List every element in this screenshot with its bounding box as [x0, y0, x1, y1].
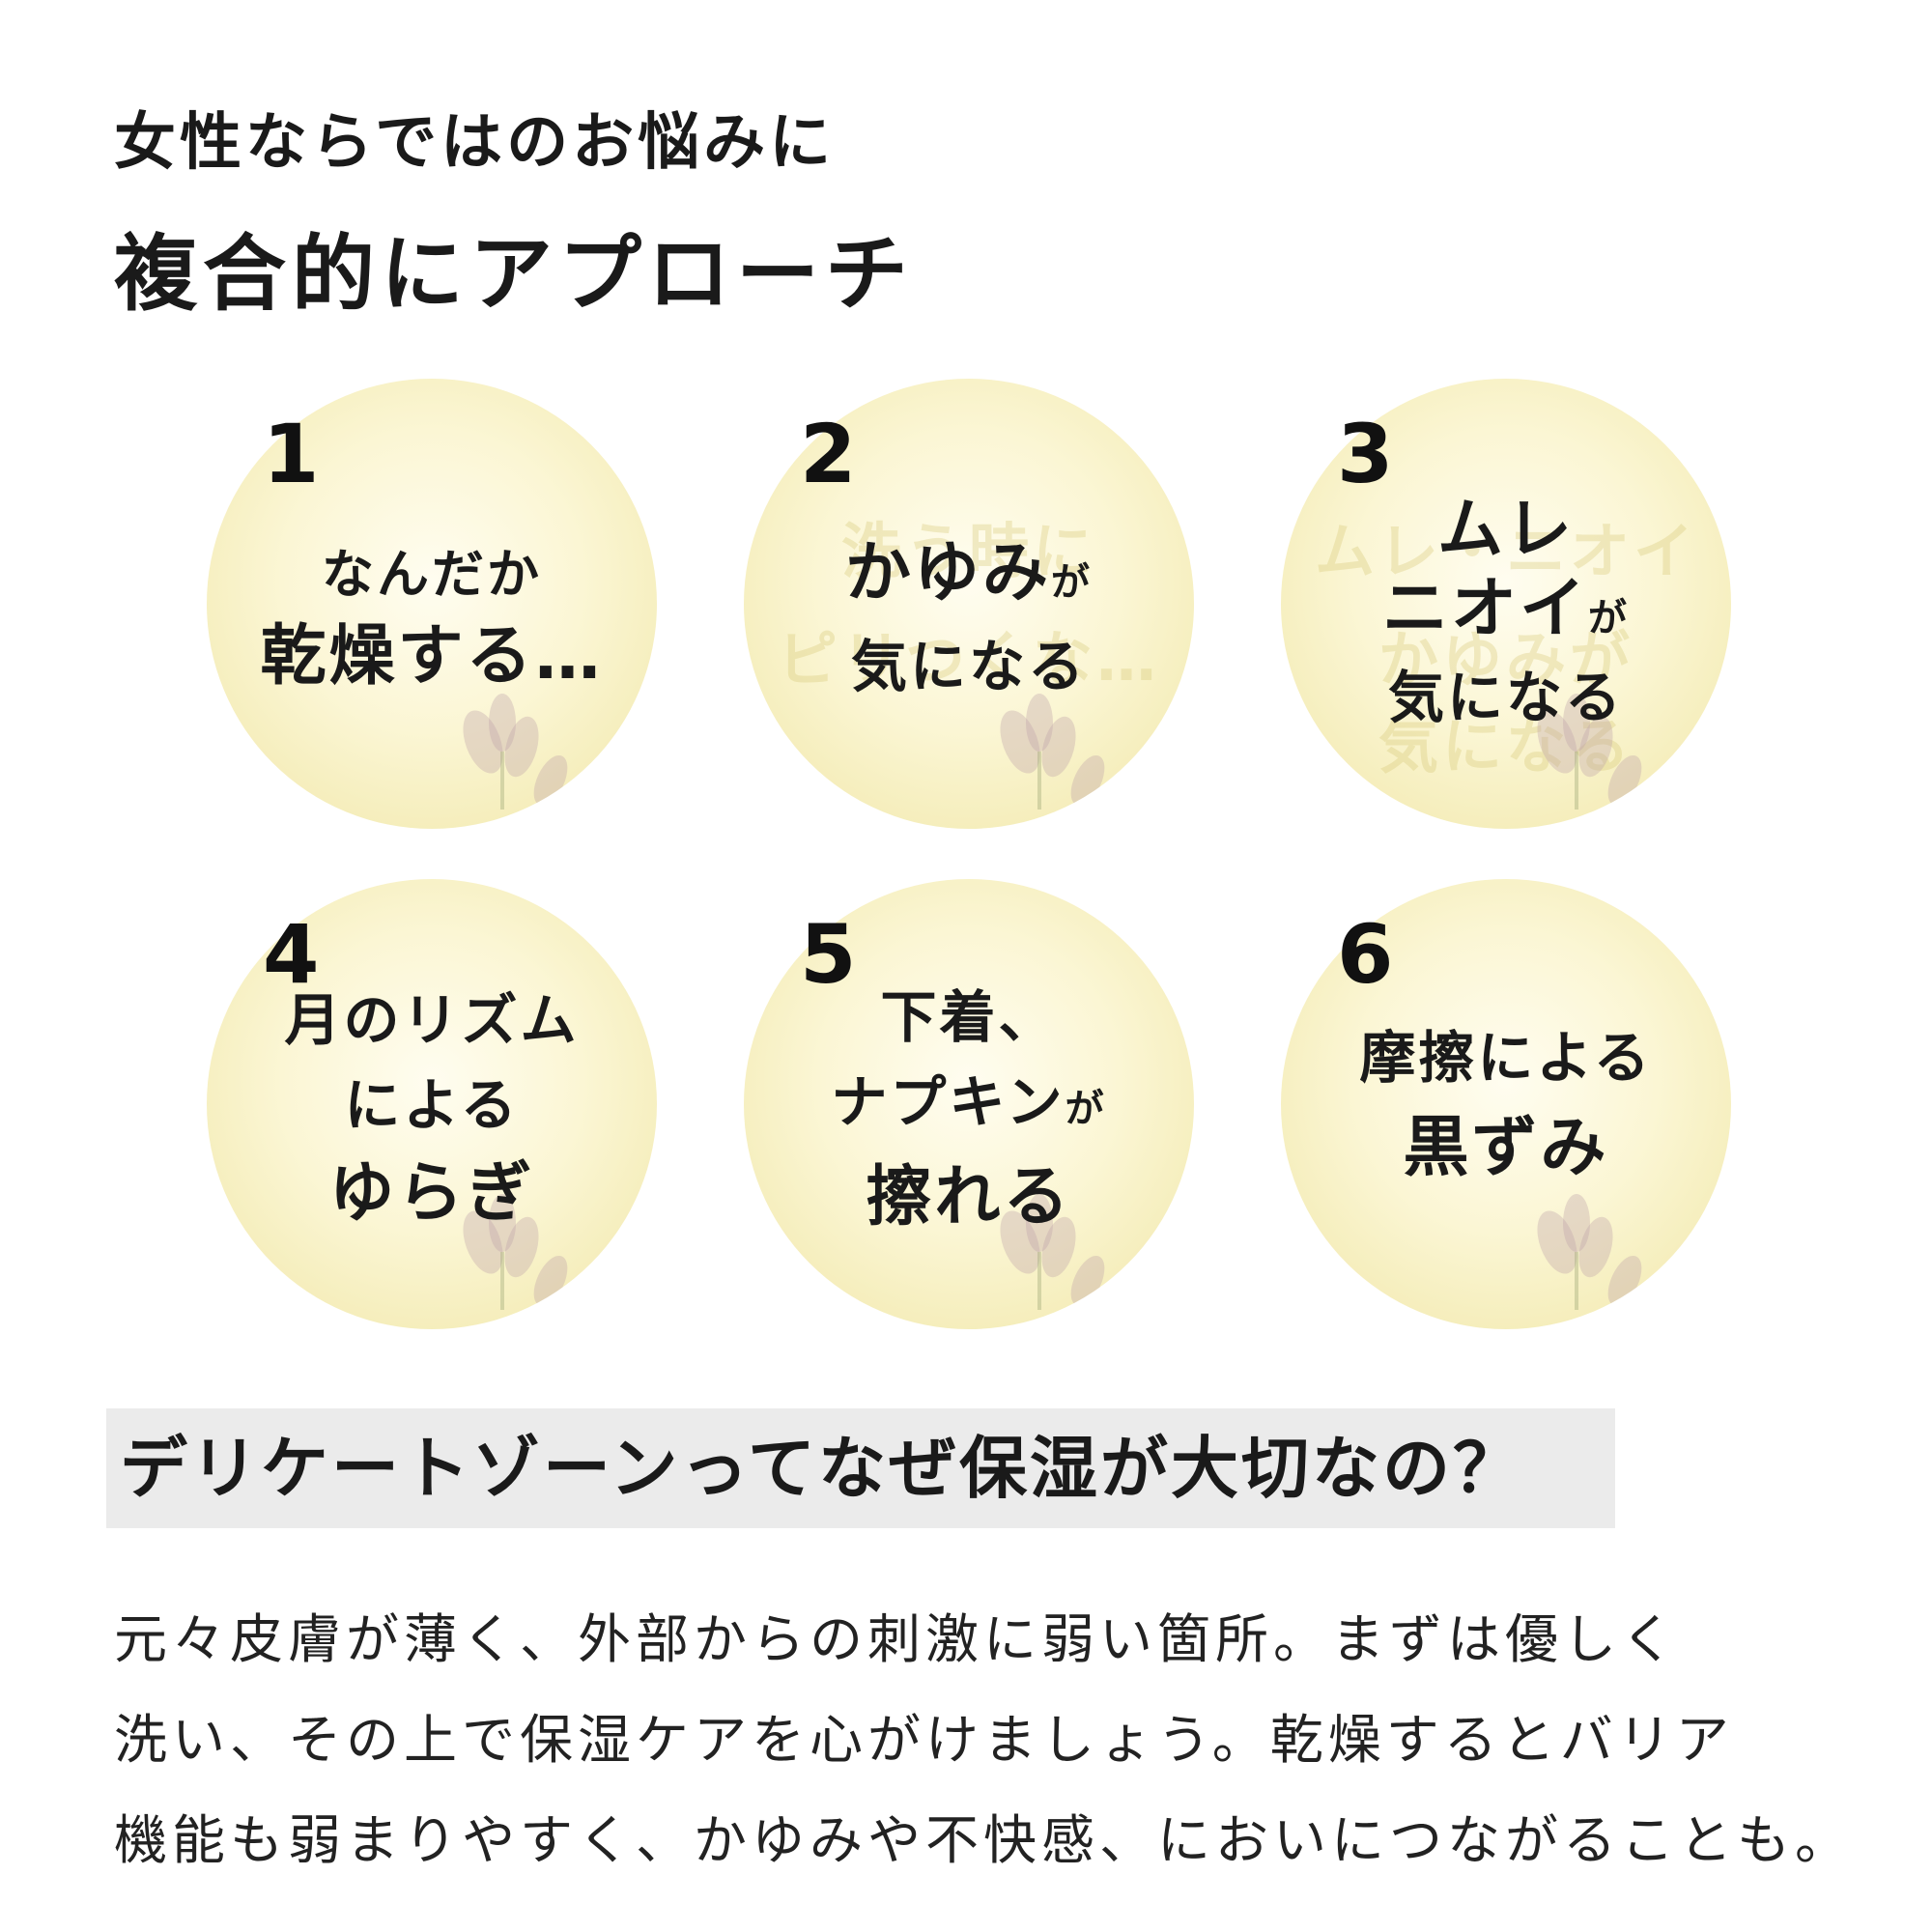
concern-3-line-1: ムレ: [1436, 491, 1575, 568]
concern-text-2: かゆみが 気になる: [744, 379, 1194, 829]
concern-number-6: 6: [1337, 907, 1394, 1002]
concern-3-line-3: 気になる: [1387, 664, 1624, 730]
lavender-flower-icon: [1537, 694, 1642, 810]
subheading-text: デリケートゾーンってなぜ保湿が大切なの？: [120, 1429, 1523, 1508]
concern-number-5: 5: [800, 907, 857, 1002]
concern-circle-1: なんだか 乾燥する…: [207, 379, 657, 829]
concern-5-line-1: 下着、: [880, 983, 1058, 1050]
concern-number-4: 4: [263, 907, 320, 1002]
body-line-3: 機能も弱まりやすく、かゆみや不快感、においにつながることも。: [114, 1809, 1854, 1871]
title-line-2: 複合的にアプローチ: [114, 226, 914, 323]
concern-4-line-3: ゆらぎ: [328, 1155, 535, 1232]
concern-2-line-1: かゆみが: [844, 534, 1093, 611]
concern-circle-5: 下着、 ナプキンが 擦れる: [744, 879, 1194, 1329]
concern-4-line-1: 月のリズム: [284, 987, 580, 1053]
subheading-box: デリケートゾーンってなぜ保湿が大切なの？: [106, 1408, 1615, 1528]
body-line-2: 洗い、その上で保湿ケアを心がけましょう。乾燥するとバリア: [114, 1709, 1734, 1771]
concern-circle-4: 月のリズム による ゆらぎ: [207, 879, 657, 1329]
concern-number-3: 3: [1337, 407, 1394, 501]
concern-text-1: なんだか 乾燥する…: [207, 379, 657, 829]
concern-1-line-2: 乾燥する…: [260, 618, 604, 695]
concern-3-ghost-3: 気になる: [1378, 711, 1634, 781]
lavender-flower-icon: [463, 694, 568, 810]
lavender-flower-icon: [1537, 1194, 1642, 1310]
concern-circle-3: ムレ・ニオイ かゆみが 気になる ムレ ニオイが 気になる: [1281, 379, 1731, 829]
concern-text-5: 下着、 ナプキンが 擦れる: [744, 879, 1194, 1329]
concern-2-line-2: 気になる: [850, 633, 1087, 699]
concern-5-line-2: ナプキンが: [831, 1068, 1107, 1135]
lavender-flower-icon: [1000, 694, 1105, 810]
concern-text-4: 月のリズム による ゆらぎ: [207, 879, 657, 1329]
body-paragraph: 元々皮膚が薄く、外部からの刺激に弱い箇所。まずは優しく 洗い、その上で保湿ケアを…: [114, 1589, 1854, 1890]
concern-2-ghost-2: ピリつくな…: [777, 624, 1160, 695]
concern-number-2: 2: [800, 407, 857, 501]
concern-text-6: 摩擦による 黒ずみ: [1281, 879, 1731, 1329]
title-line-1: 女性ならではのお悩みに: [114, 107, 836, 179]
concern-circle-6: 摩擦による 黒ずみ: [1281, 879, 1731, 1329]
concern-4-line-2: による: [344, 1072, 520, 1138]
lavender-flower-icon: [463, 1194, 568, 1310]
lavender-flower-icon: [1000, 1194, 1105, 1310]
concern-5-line-3: 擦れる: [866, 1158, 1072, 1236]
body-line-1: 元々皮膚が薄く、外部からの刺激に弱い箇所。まずは優しく: [114, 1608, 1680, 1670]
concern-number-1: 1: [263, 407, 320, 501]
concern-3-ghost-2: かゆみが: [1378, 624, 1634, 695]
concern-text-3: ムレ ニオイが 気になる: [1281, 379, 1731, 829]
concern-3-ghost-1: ムレ・ニオイ: [1314, 516, 1697, 586]
concern-2-ghost-1: 洗う時に: [840, 516, 1096, 586]
concern-6-line-1: 摩擦による: [1359, 1025, 1653, 1091]
concern-1-line-1: なんだか: [322, 544, 542, 605]
concern-circle-2: 洗う時に ピリつくな… かゆみが 気になる: [744, 379, 1194, 829]
concern-3-line-2: ニオイが: [1381, 570, 1630, 647]
concern-6-line-2: 黒ずみ: [1403, 1110, 1609, 1186]
